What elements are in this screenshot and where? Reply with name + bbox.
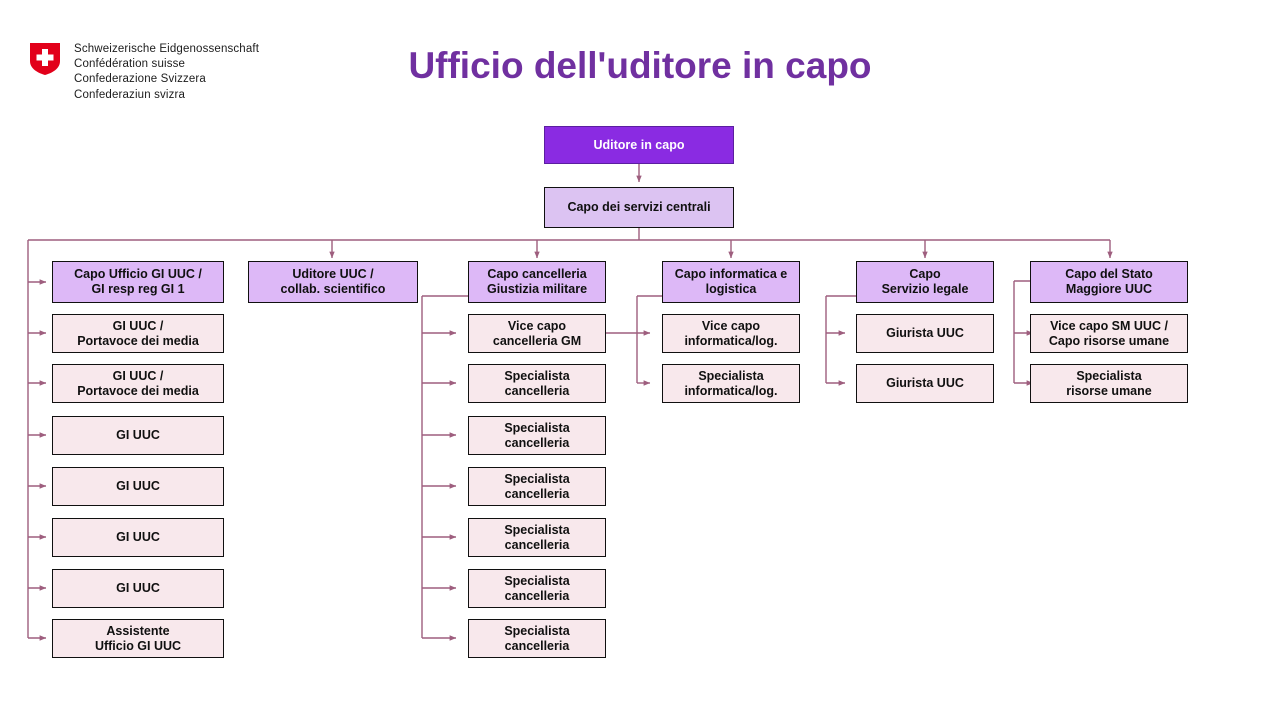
node-gi-uuc-portavoce-2[interactable]: GI UUC / Portavoce dei media xyxy=(52,364,224,403)
node-capo-ufficio-gi-uuc[interactable]: Capo Ufficio GI UUC / GI resp reg GI 1 xyxy=(52,261,224,303)
logo-line-it: Confederazione Svizzera xyxy=(74,73,206,86)
node-specialista-cancelleria-2[interactable]: Specialista cancelleria xyxy=(468,416,606,455)
page-title: Ufficio dell'uditore in capo xyxy=(408,45,872,86)
node-capo-cancelleria-giustizia-militare[interactable]: Capo cancelleria Giustizia militare xyxy=(468,261,606,303)
node-specialista-cancelleria-3[interactable]: Specialista cancelleria xyxy=(468,467,606,506)
node-uditore-in-capo[interactable]: Uditore in capo xyxy=(544,126,734,164)
node-vice-capo-cancelleria-gm[interactable]: Vice capo cancelleria GM xyxy=(468,314,606,353)
node-vice-capo-informatica-log[interactable]: Vice capo informatica/log. xyxy=(662,314,800,353)
node-uditore-uuc-collab-scientifico[interactable]: Uditore UUC / collab. scientifico xyxy=(248,261,418,303)
node-gi-uuc-4[interactable]: GI UUC xyxy=(52,569,224,608)
node-capo-informatica-logistica[interactable]: Capo informatica e logistica xyxy=(662,261,800,303)
node-gi-uuc-2[interactable]: GI UUC xyxy=(52,467,224,506)
logo-line-rm: Confederaziun svizra xyxy=(74,88,186,101)
logo-text-block: Schweizerische Eidgenossenschaft Confédé… xyxy=(74,42,324,103)
node-gi-uuc-1[interactable]: GI UUC xyxy=(52,416,224,455)
logo-line-de: Schweizerische Eidgenossenschaft xyxy=(74,43,260,55)
node-specialista-risorse-umane[interactable]: Specialista risorse umane xyxy=(1030,364,1188,403)
logo-line-fr: Confédération suisse xyxy=(74,58,186,71)
node-capo-del-stato-maggiore-uuc[interactable]: Capo del Stato Maggiore UUC xyxy=(1030,261,1188,303)
node-vice-capo-sm-uuc-risorse-umane[interactable]: Vice capo SM UUC / Capo risorse umane xyxy=(1030,314,1188,353)
node-assistente-ufficio-gi-uuc[interactable]: Assistente Ufficio GI UUC xyxy=(52,619,224,658)
node-gi-uuc-3[interactable]: GI UUC xyxy=(52,518,224,557)
swiss-cross-shield-icon xyxy=(30,43,60,75)
node-specialista-cancelleria-4[interactable]: Specialista cancelleria xyxy=(468,518,606,557)
node-giurista-uuc-2[interactable]: Giurista UUC xyxy=(856,364,994,403)
node-specialista-cancelleria-1[interactable]: Specialista cancelleria xyxy=(468,364,606,403)
node-specialista-cancelleria-6[interactable]: Specialista cancelleria xyxy=(468,619,606,658)
node-specialista-informatica-log[interactable]: Specialista informatica/log. xyxy=(662,364,800,403)
node-gi-uuc-portavoce-1[interactable]: GI UUC / Portavoce dei media xyxy=(52,314,224,353)
node-specialista-cancelleria-5[interactable]: Specialista cancelleria xyxy=(468,569,606,608)
node-capo-servizio-legale[interactable]: Capo Servizio legale xyxy=(856,261,994,303)
swiss-confederation-logo: Schweizerische Eidgenossenschaft Confédé… xyxy=(30,42,330,104)
node-capo-dei-servizi-centrali[interactable]: Capo dei servizi centrali xyxy=(544,187,734,228)
node-giurista-uuc-1[interactable]: Giurista UUC xyxy=(856,314,994,353)
